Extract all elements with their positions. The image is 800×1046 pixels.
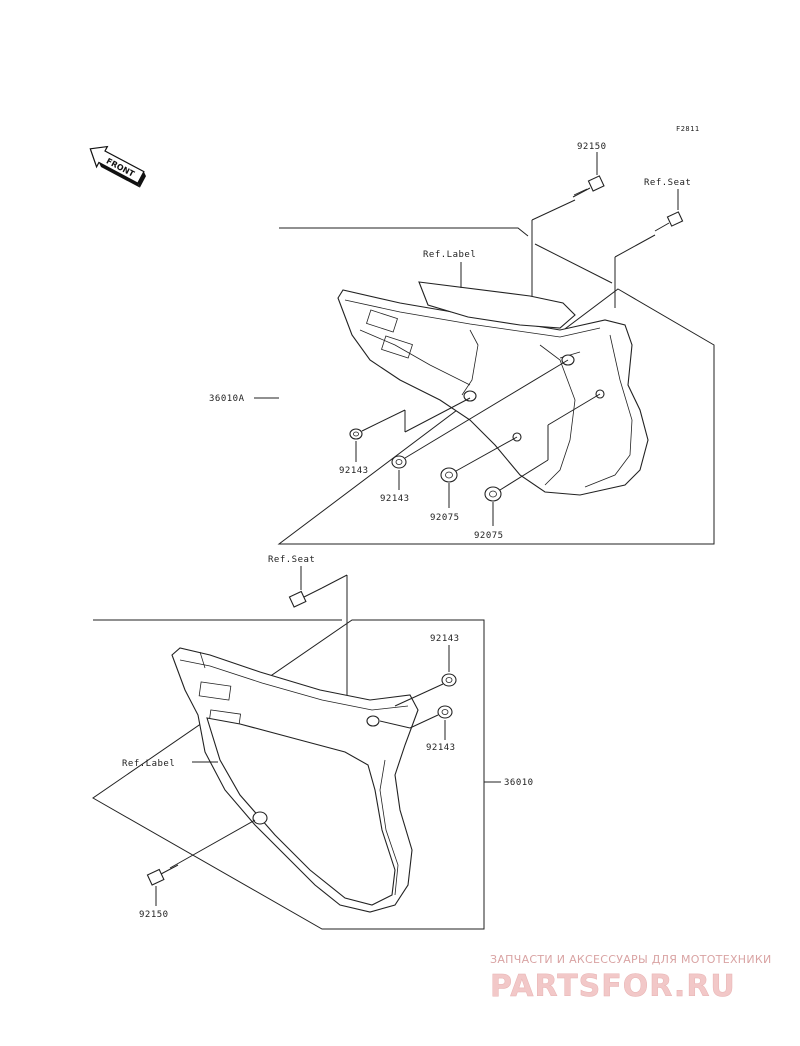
assembly-b-frame: [92, 619, 485, 930]
label-assembly-a: 36010A: [209, 394, 245, 404]
label-grommet-b2: 92143: [426, 743, 456, 753]
grommet-a2-icon: [391, 455, 407, 469]
grommet-b2-icon: [437, 705, 453, 719]
seat-bolt-bottom-icon: [288, 587, 323, 608]
label-grommet-b1: 92143: [430, 634, 460, 644]
side-cover-b: [171, 647, 419, 913]
label-ref-seat-bottom: Ref.Seat: [268, 555, 315, 565]
top-bolt-icon: [572, 175, 605, 198]
side-cover-a: [337, 289, 649, 496]
assembly-a-frame: [277, 227, 715, 545]
seat-bolt-top-icon: [654, 211, 684, 232]
front-arrow-icon: FRONT: [89, 145, 146, 188]
label-top-bolt: 92150: [577, 142, 607, 152]
label-damper-a2: 92075: [474, 531, 504, 541]
bottom-bolt-icon: [146, 864, 179, 886]
label-grommet-a1: 92143: [339, 466, 369, 476]
grommet-b1-icon: [441, 673, 457, 687]
figure-code: F2811: [676, 125, 700, 133]
label-grommet-a2: 92143: [380, 494, 410, 504]
watermark-line2: PARTSFOR.RU: [490, 969, 736, 1004]
damper-a1-icon: [440, 467, 458, 483]
label-damper-a1: 92075: [430, 513, 460, 523]
label-ref-label-bottom: Ref.Label: [122, 759, 175, 769]
label-bottom-bolt: 92150: [139, 910, 169, 920]
damper-a2-icon: [484, 486, 502, 502]
label-sticker-top: [418, 281, 576, 329]
label-assembly-b: 36010: [504, 778, 534, 788]
watermark-line1: ЗАПЧАСТИ И АКСЕССУАРЫ ДЛЯ МОТОТЕХНИКИ: [490, 953, 772, 966]
label-ref-seat-top: Ref.Seat: [644, 178, 691, 188]
grommet-a1-icon: [349, 428, 363, 440]
label-ref-label-top: Ref.Label: [423, 250, 476, 260]
